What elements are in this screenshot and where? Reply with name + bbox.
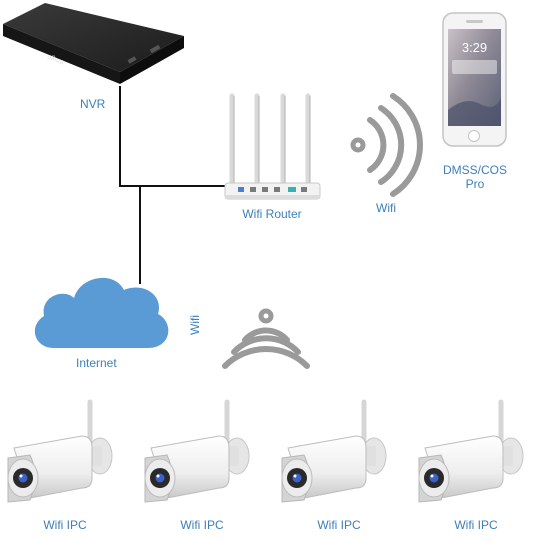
nvr-label: NVR <box>80 97 106 111</box>
nvr-to-router-cable <box>119 86 228 187</box>
phone-app-label-line2: Pro <box>465 177 485 191</box>
phone-clock: 3:29 <box>462 40 487 55</box>
camera-4 <box>418 399 524 503</box>
camera-3-label: Wifi IPC <box>317 518 361 532</box>
camera-1-label: Wifi IPC <box>43 518 87 532</box>
phone-app-label: DMSS/COS Pro <box>435 163 515 191</box>
camera-1 <box>7 399 113 503</box>
camera-3 <box>281 399 387 503</box>
phone-app-label-line1: DMSS/COS <box>442 163 507 177</box>
nvr-device <box>3 3 184 84</box>
camera-4-label: Wifi IPC <box>454 518 498 532</box>
wifi-label-right: Wifi <box>376 201 396 215</box>
router-label: Wifi Router <box>242 207 302 221</box>
wifi-label-left: Wifi <box>188 315 202 335</box>
camera-2-label: Wifi IPC <box>180 518 224 532</box>
router-device <box>224 93 321 200</box>
camera-2 <box>144 399 250 503</box>
internet-label: Internet <box>76 356 117 370</box>
network-cables <box>119 86 228 284</box>
phone-device <box>442 12 507 147</box>
wifi-signal-icon-left <box>222 308 310 369</box>
internet-cloud-icon <box>34 277 169 348</box>
wifi-signal-icon-right <box>350 93 423 197</box>
